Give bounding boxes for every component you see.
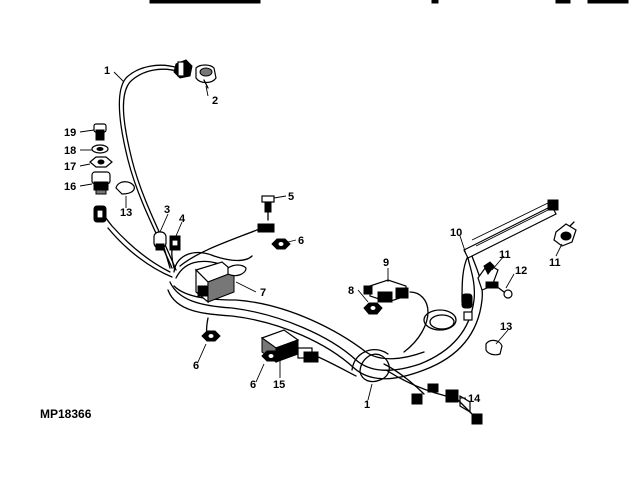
part-16-switch <box>91 171 111 195</box>
callouts: 1 2 19 18 17 16 13 3 4 5 6 7 6 6 15 9 8 … <box>40 65 561 421</box>
part-15-connector-block <box>260 329 319 363</box>
cropped-header-marks <box>149 0 629 4</box>
callout-16: 16 <box>64 181 76 193</box>
callout-6-left: 6 <box>193 360 199 372</box>
part-9-switch <box>363 279 409 303</box>
callout-14: 14 <box>468 393 481 405</box>
part-19-screw <box>93 123 107 141</box>
part-6-right-nut <box>271 238 291 250</box>
part-10-bracket <box>463 199 559 259</box>
diagram-id: MP18366 <box>40 407 92 421</box>
part-13-left-cap <box>115 181 135 195</box>
callout-1-top: 1 <box>104 65 110 77</box>
callout-11-lower: 11 <box>499 249 511 261</box>
callout-8: 8 <box>348 285 354 297</box>
part-17-nut <box>89 156 113 168</box>
harness-coil <box>423 293 473 331</box>
callout-7: 7 <box>260 287 266 299</box>
part-4-connector <box>169 235 181 251</box>
part-7-module <box>194 261 247 304</box>
harness-end-connector <box>411 383 439 405</box>
part-3-connector <box>153 231 167 251</box>
part-2-connector <box>173 59 217 89</box>
callout-6-right: 6 <box>298 235 304 247</box>
callout-13-right: 13 <box>500 321 512 333</box>
callout-3: 3 <box>164 204 170 216</box>
callout-11-upper: 11 <box>549 257 561 269</box>
callout-10: 10 <box>450 227 462 239</box>
callout-15: 15 <box>273 379 285 391</box>
callout-5: 5 <box>288 191 294 203</box>
callout-18: 18 <box>64 145 76 157</box>
callout-19: 19 <box>64 127 76 139</box>
part-6-mid-nut <box>261 350 281 362</box>
leader-lines <box>79 71 563 401</box>
callout-9: 9 <box>383 257 389 269</box>
part-18-washer <box>91 144 109 154</box>
callout-1-bottom: 1 <box>364 399 370 411</box>
part-13-right-cap <box>485 339 503 356</box>
part-11-upper-sensor <box>553 221 577 247</box>
callout-13-left: 13 <box>120 207 132 219</box>
part-5-bolt <box>257 195 275 233</box>
switch-lead-connector <box>93 205 107 223</box>
part-14-connector <box>445 389 483 425</box>
part-6-left-nut <box>201 330 221 342</box>
callout-4: 4 <box>179 213 186 225</box>
callout-6-mid: 6 <box>250 379 256 391</box>
part-11-lower-sensor <box>477 261 499 291</box>
callout-17: 17 <box>64 161 76 173</box>
part-12-pin <box>495 285 513 299</box>
callout-12: 12 <box>515 265 527 277</box>
part-8-nut <box>363 302 383 315</box>
callout-2: 2 <box>212 95 218 107</box>
